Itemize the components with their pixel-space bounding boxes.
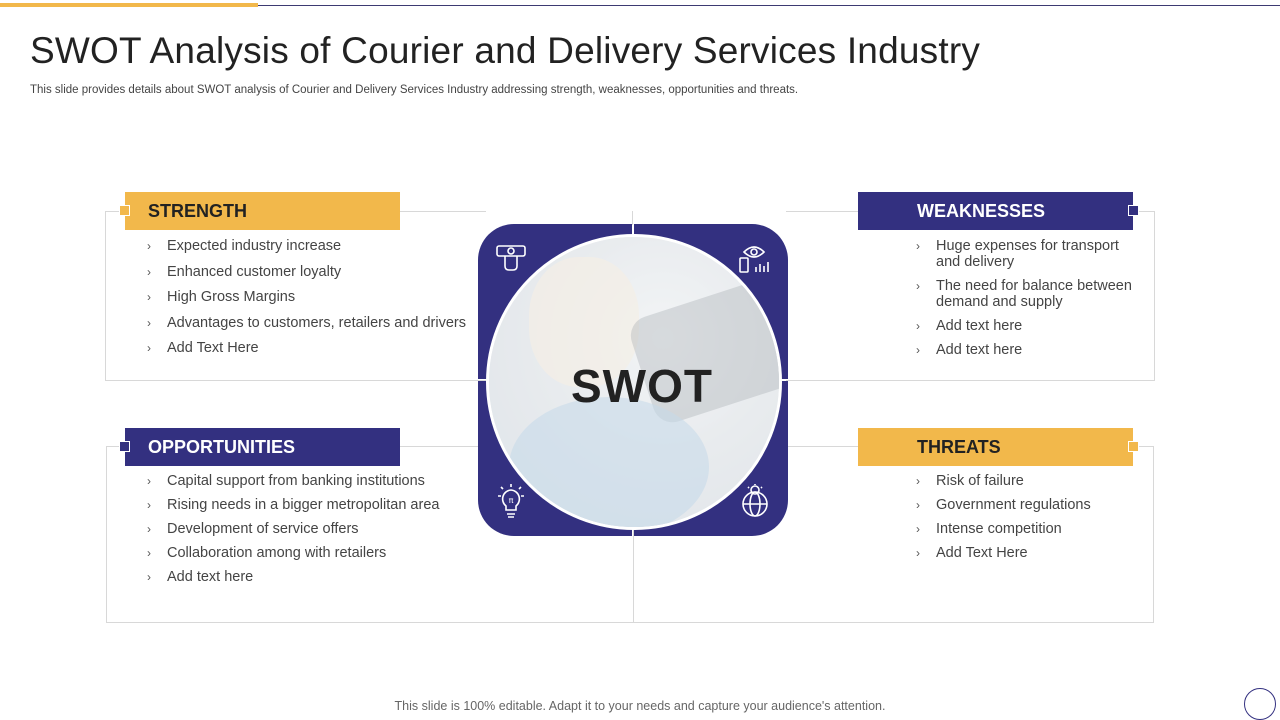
threats-list: ›Risk of failure ›Government regulations… (916, 473, 1141, 561)
opportunities-heading: OPPORTUNITIES (148, 437, 296, 457)
global-idea-icon (742, 484, 768, 517)
svg-text:π: π (509, 496, 514, 505)
center-divider-top (632, 211, 633, 225)
list-item: ›Risk of failure (916, 473, 1024, 489)
strength-heading: STRENGTH (148, 201, 247, 221)
image-shape (529, 257, 639, 387)
threats-header: THREATS (858, 428, 1133, 466)
list-item: ›Collaboration among with retailers (147, 545, 387, 561)
money-hand-icon (496, 245, 526, 271)
list-item: ›Huge expenses for transport and deliver… (916, 238, 1119, 270)
strength-header: STRENGTH (125, 192, 400, 230)
weaknesses-header: WEAKNESSES (858, 192, 1133, 230)
swot-label: SWOT (571, 360, 713, 412)
eye-chart-icon (739, 246, 769, 273)
corner-circle-icon (1244, 688, 1276, 720)
weaknesses-list: ›Huge expenses for transport and deliver… (916, 238, 1141, 358)
list-item: ›The need for balance between demand and… (916, 278, 1132, 310)
opportunities-marker (119, 441, 130, 452)
list-item: ›High Gross Margins (147, 289, 296, 305)
list-item: ›Government regulations (916, 497, 1091, 513)
page-subtitle: This slide provides details about SWOT a… (30, 84, 799, 96)
top-divider-line (258, 5, 1280, 6)
swot-center-panel: π SWOT (478, 224, 788, 536)
top-accent-bar (0, 3, 258, 7)
page-title: SWOT Analysis of Courier and Delivery Se… (30, 30, 981, 71)
strength-list: ›Expected industry increase ›Enhanced cu… (147, 238, 477, 356)
image-shape (509, 397, 709, 527)
list-item: ›Rising needs in a bigger metropolitan a… (147, 497, 440, 513)
list-item: ›Development of service offers (147, 521, 359, 537)
list-item: ›Add Text Here (916, 545, 1028, 561)
image-overlay (489, 237, 779, 527)
strength-marker (119, 205, 130, 216)
threats-marker (1128, 441, 1139, 452)
weaknesses-marker (1128, 205, 1139, 216)
list-item: ›Add text here (147, 569, 254, 585)
footer-note: This slide is 100% editable. Adapt it to… (394, 699, 886, 713)
list-item: ›Intense competition (916, 521, 1062, 537)
opportunities-header: OPPORTUNITIES (125, 428, 400, 466)
list-item: ›Enhanced customer loyalty (147, 263, 342, 280)
weaknesses-heading: WEAKNESSES (917, 201, 1046, 221)
list-item: ›Add text here (916, 318, 1023, 334)
opportunities-list: ›Capital support from banking institutio… (147, 473, 467, 585)
swot-center-image: SWOT (486, 234, 782, 530)
list-item: ›Add text here (916, 342, 1023, 358)
list-item: ›Add Text Here (147, 340, 259, 356)
list-item: ›Expected industry increase (147, 238, 342, 254)
list-item: ›Capital support from banking institutio… (147, 473, 425, 489)
threats-heading: THREATS (917, 437, 1001, 457)
list-item: ›Advantages to customers, retailers and … (147, 314, 466, 331)
